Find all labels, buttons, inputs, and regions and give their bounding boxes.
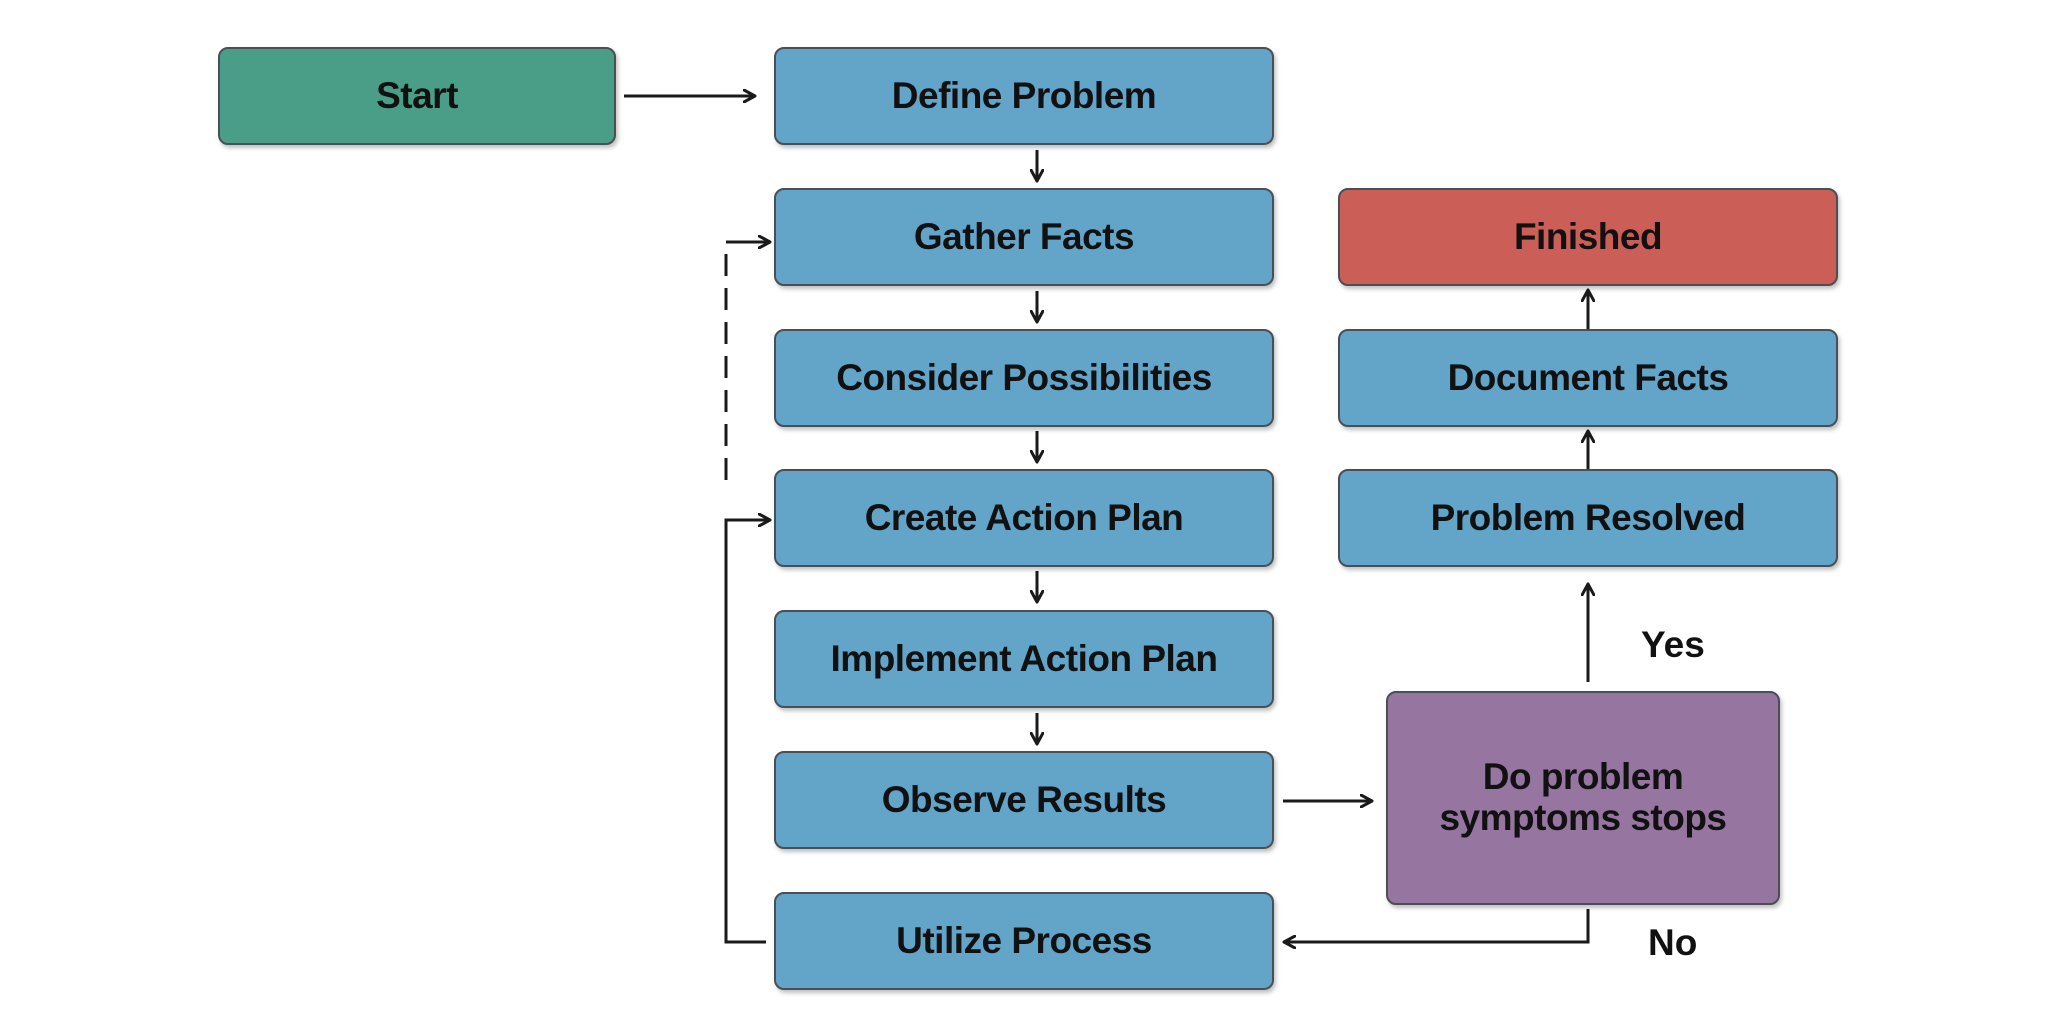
decision-label: Do problem symptoms stops [1439,756,1727,838]
implement-action-plan-label: Implement Action Plan [830,637,1218,679]
consider-possibilities-label: Consider Possibilities [836,356,1212,398]
observe-results-node: Observe Results [774,751,1274,849]
create-action-plan-label: Create Action Plan [864,496,1184,538]
finished-node: Finished [1338,188,1838,286]
problem-resolved-label: Problem Resolved [1430,496,1746,538]
implement-action-plan-node: Implement Action Plan [774,610,1274,708]
document-facts-label: Document Facts [1447,356,1729,398]
create-action-plan-node: Create Action Plan [774,469,1274,567]
decision-node: Do problem symptoms stops [1386,691,1780,905]
observe-results-label: Observe Results [881,778,1167,820]
document-facts-node: Document Facts [1338,329,1838,427]
yes-label: Yes [1641,624,1705,665]
gather-facts-label: Gather Facts [913,215,1135,257]
finished-label: Finished [1513,215,1663,257]
edge-utilize-to-create [724,520,770,944]
gather-facts-node: Gather Facts [774,188,1274,286]
no-label: No [1648,922,1698,963]
define-problem-label: Define Problem [891,74,1157,116]
utilize-process-label: Utilize Process [896,919,1152,961]
utilize-process-node: Utilize Process [774,892,1274,990]
start-node: Start [218,47,616,145]
consider-possibilities-node: Consider Possibilities [774,329,1274,427]
define-problem-node: Define Problem [774,47,1274,145]
problem-resolved-node: Problem Resolved [1338,469,1838,567]
start-node-label: Start [376,74,458,116]
edge-decision-no [1284,909,1590,942]
